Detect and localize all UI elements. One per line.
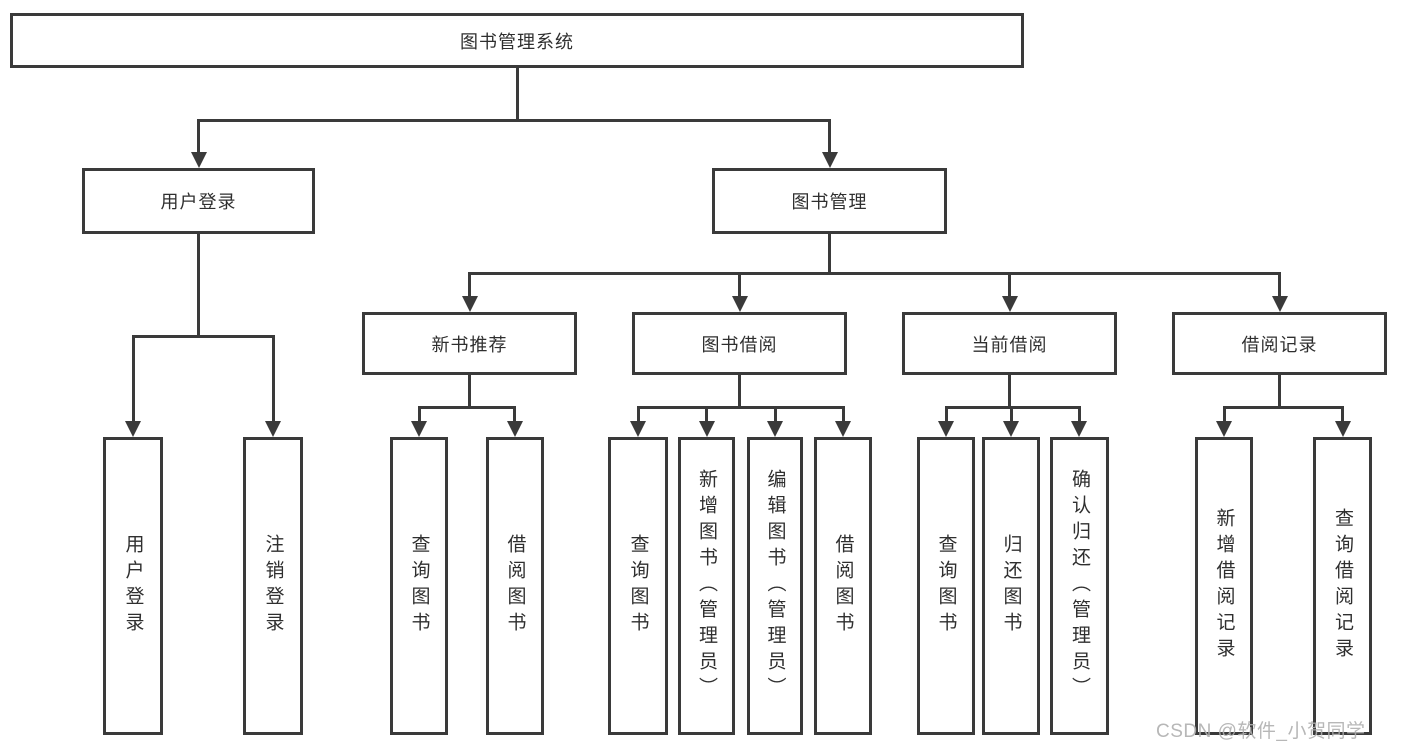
- leaf-confirm-return-admin: 确认归还（管理员）: [1050, 437, 1109, 735]
- connector-bookborrow-rail: [636, 406, 845, 409]
- connector-currentborrow-rail: [944, 406, 1081, 409]
- connector-currentborrow-stem: [1008, 373, 1011, 409]
- leaf-label: 查询借阅记录: [1332, 508, 1353, 664]
- arrow-leaf: [1216, 406, 1232, 437]
- node-label: 借阅记录: [1241, 334, 1318, 355]
- leaf-query-books-rec: 查询图书: [390, 437, 448, 735]
- arrow-leaf: [411, 406, 427, 437]
- leaf-return-books: 归还图书: [982, 437, 1040, 735]
- arrow-leaf: [630, 406, 646, 437]
- connector-level1-rail: [197, 119, 831, 122]
- leaf-user-login: 用户登录: [103, 437, 163, 735]
- leaf-query-books-current: 查询图书: [917, 437, 975, 735]
- arrow-to-current-borrow: [1001, 272, 1018, 312]
- connector-root-stem: [515, 66, 519, 120]
- arrow-to-leaf-user-login: [125, 335, 141, 437]
- arrow-to-leaf-logout: [265, 335, 281, 437]
- leaf-label: 注销登录: [262, 534, 284, 638]
- connector-bookborrow-stem: [738, 373, 741, 409]
- node-current-borrowing: 当前借阅: [902, 312, 1117, 375]
- leaf-logout: 注销登录: [243, 437, 303, 735]
- arrow-leaf: [698, 406, 715, 437]
- leaf-borrow-books-rec: 借阅图书: [486, 437, 544, 735]
- arrow-to-user-login: [190, 119, 207, 168]
- arrow-leaf: [1334, 406, 1351, 437]
- node-user-login: 用户登录: [82, 168, 315, 234]
- node-label: 新书推荐: [431, 334, 508, 355]
- leaf-label: 借阅图书: [832, 534, 854, 638]
- node-label: 用户登录: [160, 192, 237, 212]
- connector-newbook-rail: [417, 406, 516, 409]
- connector-level2-rail: [468, 272, 1281, 275]
- node-library-management-system: 图书管理系统: [10, 13, 1024, 68]
- arrow-to-borrow-records: [1271, 272, 1288, 312]
- leaf-label: 确认归还（管理员）: [1069, 469, 1090, 703]
- node-label: 图书管理: [791, 192, 868, 212]
- leaf-add-borrow-record: 新增借阅记录: [1195, 437, 1253, 735]
- node-borrowing-records: 借阅记录: [1172, 312, 1387, 375]
- connector-records-rail: [1222, 406, 1344, 409]
- leaf-label: 新增图书（管理员）: [696, 469, 717, 703]
- connector-newbook-stem: [468, 373, 471, 409]
- arrow-leaf: [1003, 406, 1019, 437]
- node-label: 图书管理系统: [460, 31, 574, 52]
- leaf-borrow-books: 借阅图书: [814, 437, 872, 735]
- leaf-label: 借阅图书: [504, 534, 526, 638]
- leaf-label: 编辑图书（管理员）: [764, 469, 786, 703]
- leaf-label: 查询图书: [408, 534, 430, 638]
- node-label: 图书借阅: [701, 334, 778, 355]
- arrow-leaf: [767, 406, 783, 437]
- leaf-label: 用户登录: [122, 534, 144, 638]
- leaf-query-borrow-record: 查询借阅记录: [1313, 437, 1372, 735]
- arrow-leaf: [506, 406, 523, 437]
- connector-login-stem: [197, 234, 200, 338]
- node-book-management: 图书管理: [712, 168, 947, 234]
- leaf-label: 查询图书: [627, 534, 649, 638]
- arrow-leaf: [835, 406, 851, 437]
- leaf-label: 新增借阅记录: [1213, 508, 1235, 664]
- leaf-label: 归还图书: [1000, 534, 1022, 638]
- arrow-to-new-book-rec: [461, 272, 478, 312]
- csdn-watermark: CSDN @软件_小贺同学: [1156, 721, 1366, 742]
- arrow-leaf: [938, 406, 954, 437]
- connector-records-stem: [1278, 373, 1281, 409]
- arrow-leaf: [1071, 406, 1087, 437]
- leaf-edit-books-admin: 编辑图书（管理员）: [747, 437, 803, 735]
- arrow-to-book-management: [821, 119, 838, 168]
- connector-bookmgr-stem: [827, 233, 831, 275]
- arrow-to-book-borrow: [731, 272, 748, 312]
- leaf-label: 查询图书: [935, 534, 957, 638]
- leaf-add-books-admin: 新增图书（管理员）: [678, 437, 735, 735]
- node-new-book-recommend: 新书推荐: [362, 312, 577, 375]
- connector-login-rail: [131, 335, 275, 338]
- node-label: 当前借阅: [971, 334, 1048, 355]
- node-book-borrowing: 图书借阅: [632, 312, 847, 375]
- leaf-query-books-borrow: 查询图书: [608, 437, 668, 735]
